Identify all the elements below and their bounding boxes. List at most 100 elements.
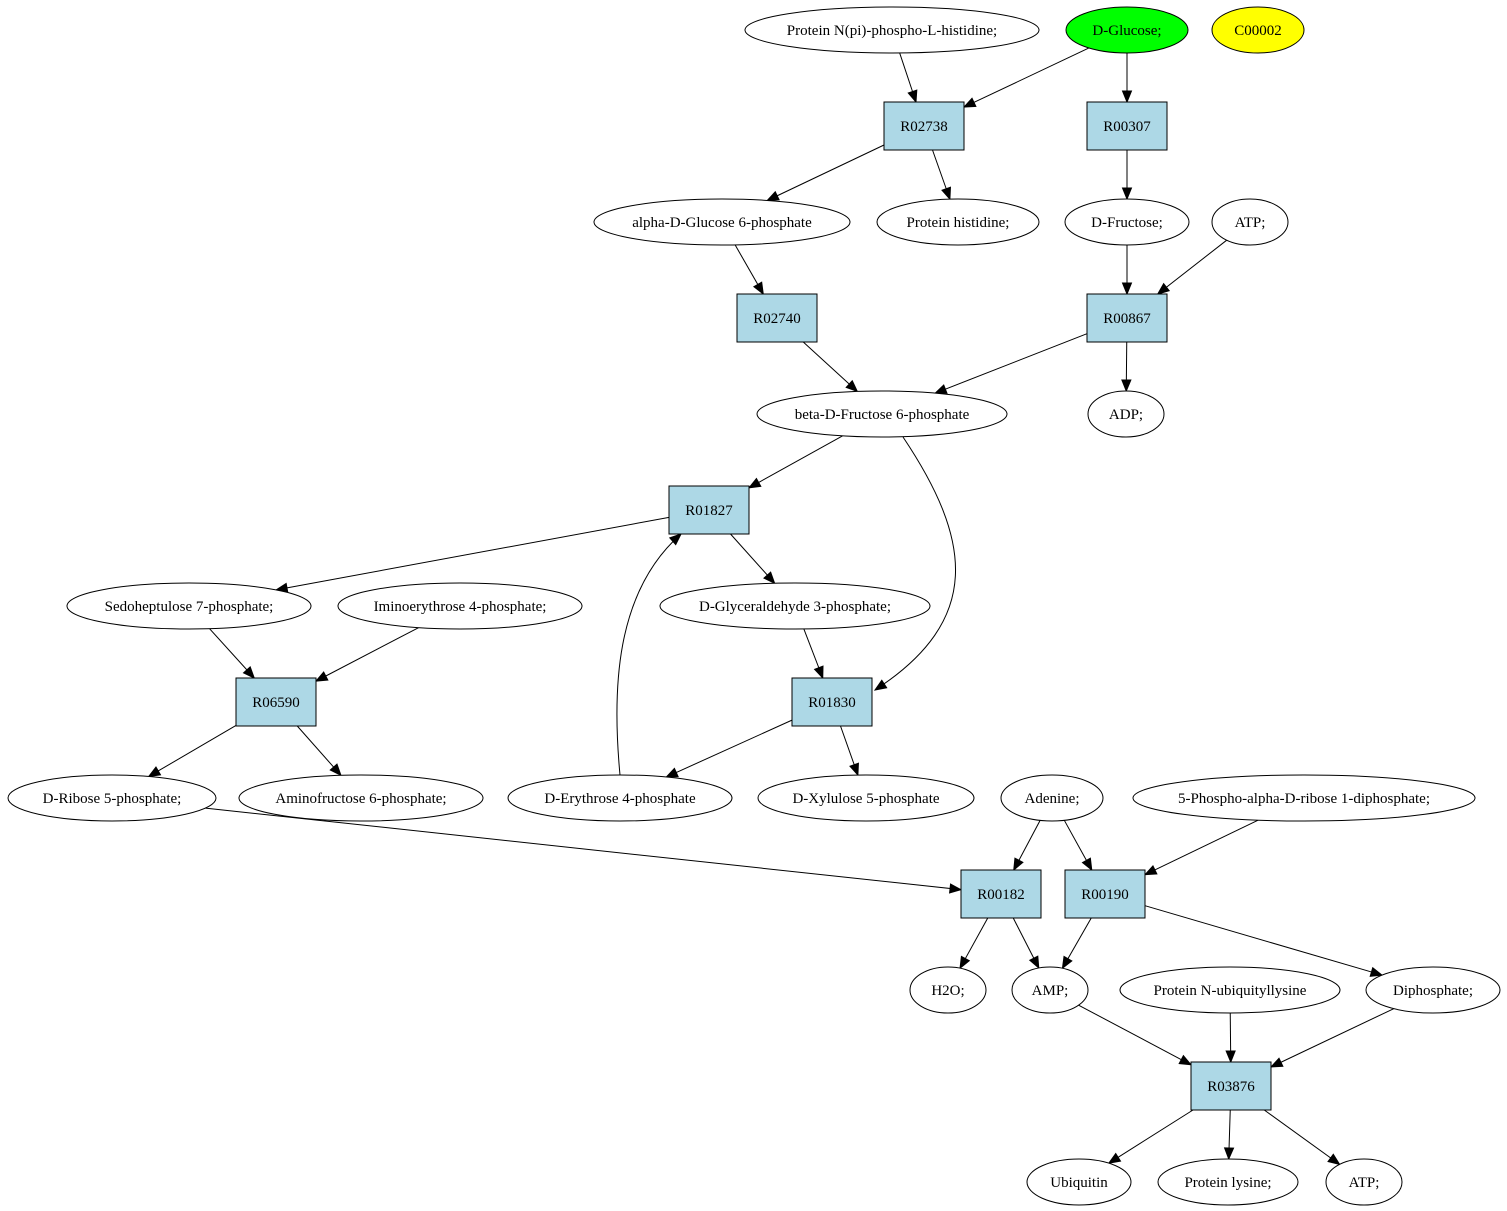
- reaction-box: [1064, 869, 1146, 919]
- reaction-node-r_R02738[interactable]: R02738: [883, 101, 965, 151]
- node-label: R02740: [753, 311, 801, 327]
- compound-ellipse: [744, 6, 1040, 54]
- compound-node-c_r5p[interactable]: D-Ribose 5-phosphate;: [7, 774, 217, 822]
- compound-node-c_pnph[interactable]: Protein N(pi)-phospho-L-histidine;: [744, 6, 1040, 54]
- reaction-node-r_R02740[interactable]: R02740: [736, 293, 818, 343]
- node-label: C00002: [1234, 23, 1282, 39]
- compound-node-c_g3p[interactable]: D-Glyceraldehyde 3-phosphate;: [659, 582, 931, 630]
- edge-r_R02738-to-c_ag6p: [766, 144, 885, 202]
- edge-c_bf6p-to-r_R01830: [873, 436, 957, 691]
- edge-arrowhead: [747, 477, 762, 489]
- node-label: R06590: [252, 695, 300, 711]
- edge-arrowhead: [1178, 1054, 1193, 1066]
- compound-node-c_plys[interactable]: Protein lysine;: [1157, 1158, 1299, 1206]
- node-label: ADP;: [1109, 407, 1143, 423]
- reaction-node-r_R01827[interactable]: R01827: [668, 485, 750, 535]
- edge-arrowhead: [752, 281, 764, 296]
- edge-line: [315, 627, 419, 682]
- compound-node-c_ppi[interactable]: Diphosphate;: [1365, 966, 1501, 1014]
- edge-arrowhead: [766, 190, 780, 202]
- compound-ellipse: [1011, 966, 1089, 1014]
- edge-c_pnph-to-r_R02738: [899, 52, 918, 104]
- reaction-box: [883, 101, 965, 151]
- edge-arrowhead: [242, 665, 256, 679]
- compound-node-c_e4p[interactable]: D-Erythrose 4-phosphate: [507, 774, 733, 822]
- compound-node-c_prpp[interactable]: 5-Phospho-alpha-D-ribose 1-diphosphate;: [1132, 774, 1476, 822]
- compound-node-c_atp2[interactable]: ATP;: [1325, 1158, 1403, 1206]
- compound-node-c_s7p[interactable]: Sedoheptulose 7-phosphate;: [66, 582, 312, 630]
- compound-ellipse: [507, 774, 733, 822]
- node-label: H2O;: [931, 983, 964, 999]
- edge-arrowhead: [1121, 379, 1132, 393]
- edge-c_ag6p-to-r_R02740: [734, 244, 764, 296]
- edge-arrowhead: [763, 571, 776, 585]
- compound-node-c_phis[interactable]: Protein histidine;: [876, 198, 1040, 246]
- compound-ellipse: [909, 966, 987, 1014]
- reaction-node-r_R00190[interactable]: R00190: [1064, 869, 1146, 919]
- reaction-box: [1190, 1061, 1272, 1111]
- edge-line: [1144, 905, 1383, 976]
- compound-node-c_ubq[interactable]: Ubiquitin: [1026, 1158, 1132, 1206]
- reaction-box: [1086, 293, 1168, 343]
- node-label: ATP;: [1349, 1175, 1380, 1191]
- node-label: ATP;: [1235, 215, 1266, 231]
- compound-ellipse: [1064, 198, 1190, 246]
- edges-layer: [147, 47, 1394, 1166]
- node-label: D-Xylulose 5-phosphate: [792, 791, 939, 807]
- compound-node-c_pnub[interactable]: Protein N-ubiquityllysine: [1119, 966, 1341, 1014]
- compound-node-c_ag6p[interactable]: alpha-D-Glucose 6-phosphate: [593, 198, 851, 246]
- reaction-box: [1086, 101, 1168, 151]
- compound-node-c_atp1[interactable]: ATP;: [1211, 198, 1289, 246]
- compound-ellipse: [1119, 966, 1341, 1014]
- compound-node-c_adp[interactable]: ADP;: [1087, 390, 1165, 438]
- reaction-box: [668, 485, 750, 535]
- edge-c_ie4p-to-r_R06590: [314, 627, 419, 682]
- edge-arrowhead: [668, 533, 682, 546]
- node-label: Sedoheptulose 7-phosphate;: [105, 599, 274, 615]
- edge-c_atp1-to-r_R00867: [1156, 239, 1228, 295]
- compound-node-c_amp[interactable]: AMP;: [1011, 966, 1089, 1014]
- compound-ellipse: [337, 582, 583, 630]
- edge-arrowhead: [941, 186, 951, 201]
- node-label: D-Ribose 5-phosphate;: [43, 791, 182, 807]
- edge-c_bf6p-to-r_R01827: [747, 435, 843, 489]
- compound-node-c_ie4p[interactable]: Iminoerythrose 4-phosphate;: [337, 582, 583, 630]
- compound-node-c_ade[interactable]: Adenine;: [1000, 774, 1104, 822]
- edge-c_amp-to-r_R03876: [1078, 1004, 1193, 1066]
- edge-c_dglc-to-r_R00307: [1121, 53, 1133, 104]
- node-label: Protein N(pi)-phospho-L-histidine;: [787, 23, 997, 39]
- compound-node-c_c00002[interactable]: C00002: [1211, 6, 1305, 54]
- compound-node-c_dfru[interactable]: D-Fructose;: [1064, 198, 1190, 246]
- reaction-node-r_R01830[interactable]: R01830: [791, 677, 873, 727]
- reaction-node-r_R00182[interactable]: R00182: [960, 869, 1042, 919]
- node-label: R02738: [900, 119, 948, 135]
- compound-node-c_x5p[interactable]: D-Xylulose 5-phosphate: [757, 774, 975, 822]
- reaction-node-r_R00867[interactable]: R00867: [1086, 293, 1168, 343]
- edge-arrowhead: [959, 955, 971, 970]
- edge-arrowhead: [1156, 282, 1171, 295]
- edge-arrowhead: [1121, 90, 1133, 104]
- node-label: R00190: [1081, 887, 1129, 903]
- compound-node-c_h2o[interactable]: H2O;: [909, 966, 987, 1014]
- compound-node-c_dglc[interactable]: D-Glucose;: [1065, 6, 1189, 54]
- reaction-box: [235, 677, 317, 727]
- edge-r_R06590-to-c_r5p: [147, 724, 237, 778]
- reaction-node-r_R06590[interactable]: R06590: [235, 677, 317, 727]
- reaction-node-r_R03876[interactable]: R03876: [1190, 1061, 1272, 1111]
- edge-arrowhead: [1013, 857, 1024, 872]
- compound-node-c_bf6p[interactable]: beta-D-Fructose 6-phosphate: [756, 390, 1008, 438]
- node-label: Protein N-ubiquityllysine: [1154, 983, 1307, 999]
- compound-ellipse: [876, 198, 1040, 246]
- node-label: R01827: [685, 503, 733, 519]
- edge-line: [666, 719, 793, 778]
- node-label: Protein histidine;: [907, 215, 1010, 231]
- compound-node-c_af6p[interactable]: Aminofructose 6-phosphate;: [238, 774, 484, 822]
- edge-r_R03876-to-c_atp2: [1263, 1109, 1341, 1166]
- compound-ellipse: [238, 774, 484, 822]
- compound-ellipse: [756, 390, 1008, 438]
- edge-line: [1270, 1008, 1394, 1068]
- compound-ellipse: [7, 774, 217, 822]
- edge-arrowhead: [907, 89, 918, 104]
- reaction-node-r_R00307[interactable]: R00307: [1086, 101, 1168, 151]
